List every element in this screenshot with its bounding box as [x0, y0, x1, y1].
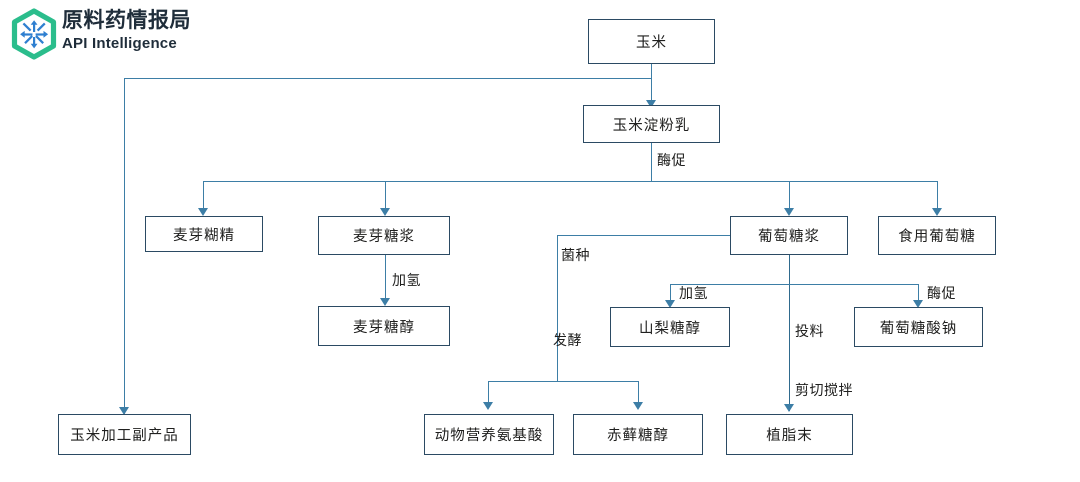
node-maltitol[interactable]: 麦芽糖醇 — [318, 306, 450, 346]
arrowhead-maltodextrin — [198, 208, 208, 216]
edge-ferment-to-aminoacids — [488, 381, 489, 408]
node-corn-starch-milk[interactable]: 玉米淀粉乳 — [583, 105, 720, 143]
edge-strain-ferment-down — [557, 235, 558, 381]
node-corn-byproducts[interactable]: 玉米加工副产品 — [58, 414, 191, 455]
node-glucose-syrup[interactable]: 葡萄糖浆 — [730, 216, 848, 255]
edge-glucose-secondary-bus — [670, 284, 918, 285]
edge-maltosesyrup-to-maltitol — [385, 255, 386, 303]
arrowhead-sodiumgluconate — [913, 300, 923, 308]
edge-label-enzyme-2: 酶促 — [927, 285, 956, 301]
edge-glucosesyrup-left-run — [557, 235, 731, 236]
arrowhead-edibleglucose — [932, 208, 942, 216]
arrowhead-byproducts — [119, 407, 129, 415]
hexagon-snowflake-logo-icon — [8, 8, 60, 60]
brand-logo-text: 原料药情报局 API Intelligence — [62, 8, 212, 60]
arrowhead-aminoacids — [483, 402, 493, 410]
edge-bus-to-sorbitol — [670, 284, 671, 305]
node-edible-glucose[interactable]: 食用葡萄糖 — [878, 216, 996, 255]
node-sorbitol[interactable]: 山梨糖醇 — [610, 307, 730, 347]
edge-bus-to-glucosesyrup — [789, 181, 790, 214]
edge-distribution-bus — [203, 181, 938, 182]
node-maltodextrin[interactable]: 麦芽糊精 — [145, 216, 263, 252]
brand-name-en: API Intelligence — [62, 35, 177, 52]
node-corn[interactable]: 玉米 — [588, 19, 715, 64]
brand-logo: 原料药情报局 API Intelligence — [8, 6, 208, 62]
arrowhead-starchmilk — [646, 100, 656, 108]
edge-corn-left-run — [124, 78, 651, 79]
node-sodium-gluconate[interactable]: 葡萄糖酸钠 — [854, 307, 983, 347]
edge-corn-to-starchmilk — [651, 64, 652, 107]
brand-name-cn: 原料药情报局 — [62, 9, 191, 32]
edge-corn-to-byproducts — [124, 78, 125, 414]
arrowhead-maltosesyrup — [380, 208, 390, 216]
edge-label-shear-mix: 剪切搅拌 — [795, 382, 853, 398]
edge-label-hydro-2: 加氢 — [679, 285, 708, 301]
edge-label-enzyme-1: 酶促 — [657, 152, 686, 168]
edge-bus-to-maltodextrin — [203, 181, 204, 214]
edge-label-ferment: 发酵 — [553, 332, 582, 348]
node-animal-amino-acids[interactable]: 动物营养氨基酸 — [424, 414, 554, 455]
edge-glucosesyrup-down-stem — [789, 255, 790, 411]
edge-ferment-bus — [488, 381, 638, 382]
edge-bus-to-edibleglucose — [937, 181, 938, 214]
edge-label-strain: 菌种 — [561, 247, 590, 263]
edge-starchmilk-down — [651, 143, 652, 181]
edge-label-feed: 投料 — [795, 323, 824, 339]
edge-bus-to-maltosesyrup — [385, 181, 386, 214]
arrowhead-maltitol — [380, 298, 390, 306]
node-erythritol[interactable]: 赤藓糖醇 — [573, 414, 703, 455]
edge-ferment-to-erythritol — [638, 381, 639, 408]
arrowhead-creamer — [784, 404, 794, 412]
edge-bus-to-sodiumgluconate — [918, 284, 919, 305]
arrowhead-glucosesyrup — [784, 208, 794, 216]
arrowhead-sorbitol — [665, 300, 675, 308]
node-maltose-syrup[interactable]: 麦芽糖浆 — [318, 216, 450, 255]
edge-label-hydro-1: 加氢 — [392, 272, 421, 288]
arrowhead-erythritol — [633, 402, 643, 410]
node-creamer[interactable]: 植脂末 — [726, 414, 853, 455]
